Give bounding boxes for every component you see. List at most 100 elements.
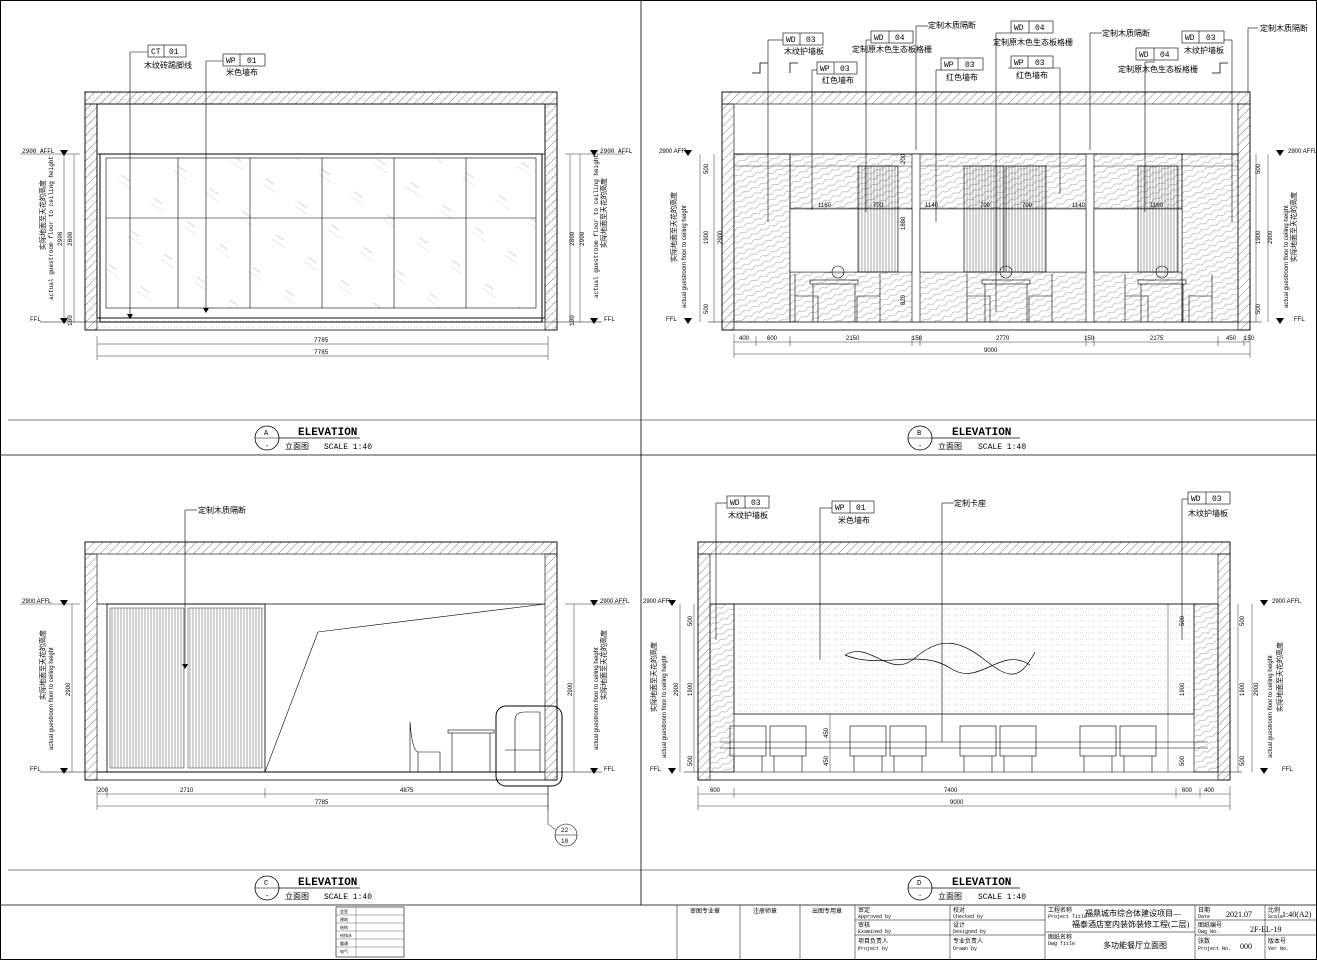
- a-callout-ct01: CT 01 木纹砖踢脚线: [127, 44, 192, 319]
- svg-text:03: 03: [965, 61, 975, 70]
- b-grille-4: [1137, 165, 1179, 273]
- svg-text:Examined by: Examined by: [858, 929, 891, 935]
- c-note: 定制木质隔断: [182, 505, 246, 669]
- svg-text:2900: 2900: [579, 231, 586, 246]
- b-grille-1: [857, 165, 899, 273]
- elevation-c: 定制木质隔断 2900 AFFL FFL 2900 实际地面至天花的高度 act…: [20, 505, 630, 902]
- svg-text:-: -: [918, 893, 922, 901]
- svg-text:Designed by: Designed by: [953, 929, 986, 935]
- b-wood-panel-right: [1181, 153, 1239, 323]
- svg-text:actual guestroom floor to ceil: actual guestroom floor to ceiling height: [1268, 655, 1274, 758]
- b-grille-2: [963, 165, 1005, 273]
- svg-text:张数: 张数: [1198, 937, 1210, 945]
- svg-text:米色墙布: 米色墙布: [838, 515, 870, 525]
- b-left-wall: [721, 103, 735, 331]
- c-bottom-dims: 200 2710 4875 7785: [96, 786, 549, 810]
- b-right-wall: [1237, 103, 1251, 331]
- svg-text:红色墙布: 红色墙布: [946, 72, 978, 82]
- svg-text:WD: WD: [874, 34, 884, 43]
- svg-text:工程名称: 工程名称: [1048, 906, 1072, 914]
- svg-text:立面图: 立面图: [285, 441, 309, 451]
- svg-text:04: 04: [1160, 51, 1170, 60]
- svg-text:820: 820: [901, 294, 907, 305]
- b-ceiling-slab: [721, 91, 1251, 105]
- svg-text:2900 AFFL: 2900 AFFL: [1288, 149, 1317, 155]
- svg-text:actual guestroom floor to ceil: actual guestroom floor to ceiling height: [49, 647, 55, 750]
- c-level-left: 2900 AFFL FFL 2900 实际地面至天花的高度 actual gue…: [20, 599, 80, 774]
- d-note-text: 定制卡座: [954, 498, 986, 508]
- title-block: 会签 建筑 结构 给排水 暖通 电气 审图专业章 注册师章 出图专用章: [335, 905, 1317, 960]
- svg-text:10: 10: [561, 838, 569, 845]
- a-callout-wp01-code: WP: [226, 57, 236, 66]
- svg-text:Date: Date: [1198, 914, 1210, 920]
- svg-text:7785: 7785: [314, 337, 329, 344]
- svg-text:SCALE 1:40: SCALE 1:40: [324, 443, 372, 452]
- d-level-right: 2900 AFFL FFL 500 1900 500 2900 actual g…: [1237, 599, 1302, 774]
- b-inner-dims: 1160 700 1880 1140 700 700 1140 1160 200…: [790, 153, 1182, 305]
- svg-text:版本号: 版本号: [1268, 937, 1286, 945]
- svg-text:9000: 9000: [984, 348, 998, 354]
- svg-text:红色墙布: 红色墙布: [1016, 70, 1048, 80]
- b-grille-3: [1005, 165, 1047, 273]
- svg-text:500: 500: [704, 163, 710, 174]
- svg-text:01: 01: [856, 504, 866, 513]
- svg-text:图纸名称: 图纸名称: [1048, 933, 1072, 941]
- svg-text:2900 AFFL: 2900 AFFL: [600, 599, 630, 605]
- svg-text:Ver No.: Ver No.: [1268, 946, 1289, 952]
- svg-text:Drawn by: Drawn by: [953, 946, 977, 952]
- svg-text:日期: 日期: [1198, 906, 1210, 914]
- svg-text:150: 150: [1244, 336, 1255, 342]
- drawing-title: 多功能餐厅立面图: [1103, 940, 1167, 950]
- d-title-badge: D - ELEVATION 立面图 SCALE 1:40: [907, 875, 1026, 902]
- svg-text:2900 AFFL: 2900 AFFL: [22, 148, 55, 155]
- a-callout-ct01-num: 01: [169, 48, 179, 57]
- svg-text:1140: 1140: [925, 203, 939, 209]
- a-ceiling-slab: [84, 91, 558, 105]
- svg-text:450: 450: [1226, 336, 1237, 342]
- svg-text:9000: 9000: [950, 800, 964, 806]
- c-partition: [106, 603, 266, 773]
- svg-text:FFL: FFL: [604, 316, 615, 323]
- c-title: ELEVATION: [298, 877, 357, 889]
- svg-text:2900 AFFL: 2900 AFFL: [22, 599, 52, 605]
- svg-text:700: 700: [980, 203, 991, 209]
- svg-text:100: 100: [67, 315, 74, 326]
- svg-text:03: 03: [840, 65, 850, 74]
- svg-text:Dwg Title: Dwg Title: [1048, 941, 1075, 947]
- svg-text:审核: 审核: [858, 921, 870, 929]
- c-dining-set: [409, 721, 495, 772]
- elevation-d: 500 1900 500 450 450 WD 03 木纹护墙板 WP 01 米…: [643, 491, 1302, 902]
- d-bottom-dims: 600 7400 600 400 9000: [697, 786, 1231, 810]
- countersign-table: [335, 906, 405, 958]
- svg-text:建筑: 建筑: [340, 916, 348, 922]
- svg-text:SCALE 1:40: SCALE 1:40: [978, 893, 1026, 902]
- a-title: ELEVATION: [298, 427, 357, 439]
- svg-text:WP: WP: [944, 61, 954, 70]
- svg-text:A: A: [264, 430, 269, 438]
- svg-text:450: 450: [824, 727, 830, 738]
- d-wood-panel-right: [1193, 603, 1219, 773]
- stamp-label-registered: 注册师章: [753, 907, 777, 915]
- svg-text:实际地面至天花的高度: 实际地面至天花的高度: [599, 178, 608, 248]
- svg-text:木纹护墙板: 木纹护墙板: [1184, 45, 1224, 55]
- svg-text:04: 04: [1035, 24, 1045, 33]
- svg-text:actual guestroom floor to ceil: actual guestroom floor to ceiling height: [662, 655, 668, 758]
- svg-text:定制原木色生态板格栅: 定制原木色生态板格栅: [852, 44, 932, 54]
- svg-text:WP: WP: [835, 504, 845, 513]
- svg-text:actual guestroom floor to ceil: actual guestroom floor to ceiling height: [593, 154, 600, 298]
- svg-text:设计: 设计: [953, 921, 965, 929]
- d-fabric-wall: [733, 603, 1195, 715]
- svg-text:1140: 1140: [1072, 203, 1086, 209]
- svg-text:专业负责人: 专业负责人: [953, 937, 983, 945]
- a-width-dims: 7785 7785: [96, 336, 549, 360]
- svg-text:图纸编号: 图纸编号: [1198, 921, 1222, 929]
- svg-text:实际地面至天花的高度: 实际地面至天花的高度: [669, 192, 678, 262]
- svg-text:400: 400: [739, 336, 750, 342]
- svg-text:600: 600: [710, 788, 721, 794]
- svg-text:2900: 2900: [57, 231, 64, 246]
- b-note-partition-2: 定制木质隔断: [1102, 28, 1150, 38]
- svg-text:会签: 会签: [340, 908, 348, 914]
- svg-text:actual guestroom floor to ceil: actual guestroom floor to ceiling height: [1284, 205, 1290, 308]
- svg-text:WP: WP: [1014, 59, 1024, 68]
- svg-text:03: 03: [751, 499, 761, 508]
